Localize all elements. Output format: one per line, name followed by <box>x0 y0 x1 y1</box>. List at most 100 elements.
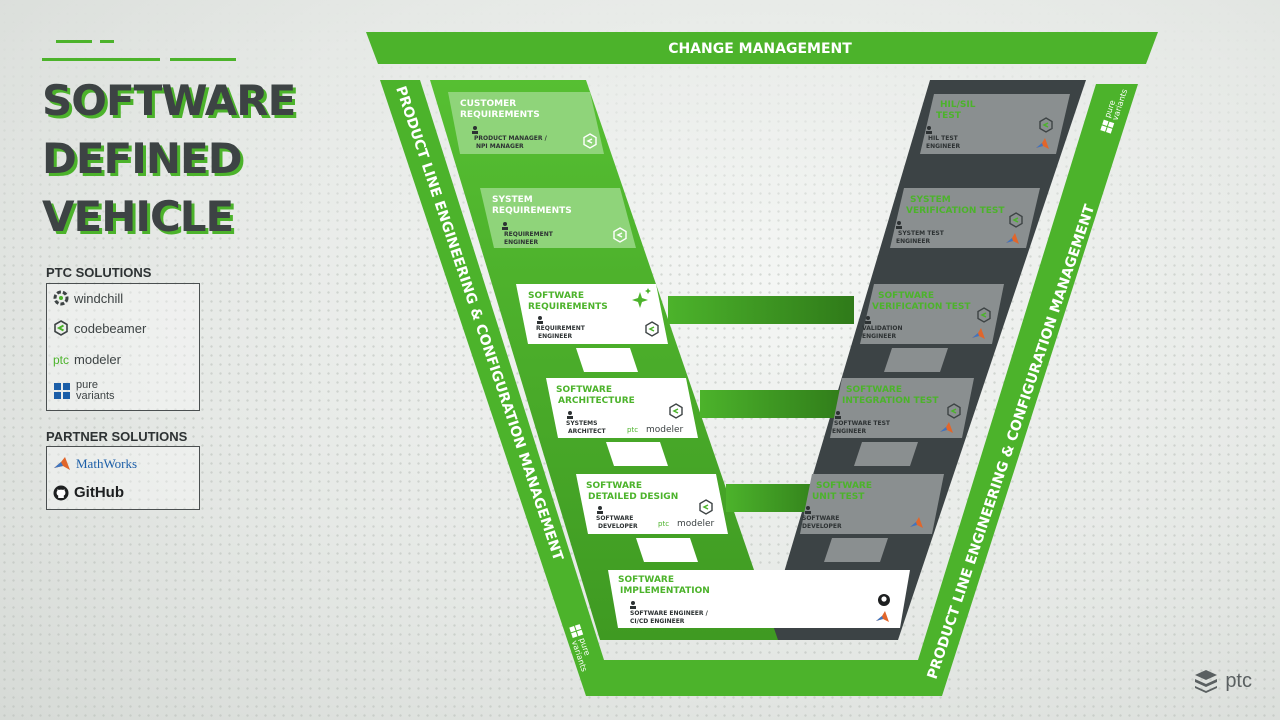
software-integration-test-box[interactable]: SOFTWARE INTEGRATION TEST SOFTWARE TEST … <box>830 378 974 438</box>
title-accent-line <box>56 40 92 43</box>
box-role: ENGINEER <box>538 333 572 340</box>
ptc-prefix: ptc <box>627 426 638 434</box>
codebeamer-entry: codebeamer <box>53 320 146 336</box>
mathworks-icon <box>972 328 985 339</box>
box-title: TEST <box>936 111 962 121</box>
mathworks-icon <box>876 611 889 622</box>
pure-variants-entry: pure variants <box>53 380 115 402</box>
box-title: SOFTWARE <box>618 575 674 585</box>
connector-bar <box>700 390 850 418</box>
codebeamer-icon <box>645 321 659 337</box>
title-line: DEFINED <box>42 134 243 183</box>
variants-label: variants <box>76 390 115 402</box>
box-role: ENGINEER <box>504 239 538 246</box>
mathworks-icon <box>1006 233 1019 244</box>
box-role: VALIDATION <box>862 325 903 332</box>
mathworks-icon <box>940 422 953 433</box>
software-verification-test-box[interactable]: SOFTWARE VERIFICATION TEST VALIDATION EN… <box>860 284 1004 344</box>
codebeamer-icon <box>947 403 961 419</box>
system-verification-test-box[interactable]: SYSTEM VERIFICATION TEST SYSTEM TEST ENG… <box>890 188 1040 248</box>
codebeamer-icon <box>699 499 713 515</box>
github-entry: GitHub <box>53 484 124 501</box>
system-requirements-box[interactable]: SYSTEM REQUIREMENTS REQUIREMENT ENGINEER <box>480 188 636 248</box>
box-role: SOFTWARE <box>802 515 839 522</box>
box-title: REQUIREMENTS <box>492 206 572 216</box>
link-tile <box>576 348 638 372</box>
software-implementation-box[interactable]: SOFTWARE IMPLEMENTATION SOFTWARE ENGINEE… <box>608 570 910 628</box>
link-tile <box>824 538 888 562</box>
box-title: VERIFICATION TEST <box>872 302 971 312</box>
box-title: SOFTWARE <box>586 481 642 491</box>
software-architecture-box[interactable]: SOFTWARE ARCHITECTURE SYSTEMS ARCHITECT … <box>546 378 698 438</box>
person-icon <box>926 126 932 134</box>
box-title: SOFTWARE <box>878 291 934 301</box>
person-icon <box>896 221 902 229</box>
modeler-label: modeler <box>646 425 684 435</box>
title-line: VEHICLE <box>42 192 234 241</box>
box-title: SOFTWARE <box>528 291 584 301</box>
box-title: CUSTOMER <box>460 99 516 109</box>
box-title: SOFTWARE <box>846 385 902 395</box>
github-icon <box>53 485 69 500</box>
box-role: REQUIREMENT <box>536 325 586 332</box>
box-role: REQUIREMENT <box>504 231 554 238</box>
mathworks-label: MathWorks <box>76 456 138 471</box>
codebeamer-icon <box>1009 212 1023 228</box>
box-role: HIL TEST <box>928 135 959 142</box>
codebeamer-icon <box>583 133 597 149</box>
box-title: SOFTWARE <box>816 481 872 491</box>
box-title: REQUIREMENTS <box>528 302 608 312</box>
box-role: SOFTWARE TEST <box>834 420 891 427</box>
person-icon <box>805 506 811 514</box>
box-title: INTEGRATION TEST <box>842 396 939 406</box>
person-icon <box>597 506 603 514</box>
partner-solutions-heading: PARTNER SOLUTIONS <box>46 429 188 444</box>
software-detailed-design-box[interactable]: SOFTWARE DETAILED DESIGN SOFTWARE DEVELO… <box>576 474 728 534</box>
modeler-label: modeler <box>677 519 715 529</box>
person-icon <box>865 316 871 324</box>
title-line: SOFTWARE <box>42 76 296 125</box>
ptc-logo: ptc <box>1193 668 1252 694</box>
title-accent-line <box>42 58 160 61</box>
box-role: NPI MANAGER <box>476 143 524 150</box>
box-title: REQUIREMENTS <box>460 110 540 120</box>
box-role: ENGINEER <box>926 143 960 150</box>
person-icon <box>630 601 636 609</box>
mathworks-icon <box>910 517 923 528</box>
codebeamer-icon <box>613 227 627 243</box>
box-role: ENGINEER <box>832 428 866 435</box>
windchill-icon <box>53 290 69 306</box>
pure-variants-icon <box>54 383 70 399</box>
github-icon <box>878 594 890 606</box>
windchill-entry: windchill <box>53 290 123 306</box>
box-title: SOFTWARE <box>556 385 612 395</box>
hil-sil-test-box[interactable]: HIL/SIL TEST HIL TEST ENGINEER <box>920 94 1070 154</box>
box-title: HIL/SIL <box>940 100 976 110</box>
codebeamer-icon <box>669 403 683 419</box>
mathworks-entry: MathWorks <box>53 456 137 472</box>
person-icon <box>502 222 508 230</box>
box-role: CI/CD ENGINEER <box>630 618 685 625</box>
modeler-entry: ptc modeler <box>53 352 121 367</box>
title-accent-line <box>100 40 114 43</box>
box-role: DEVELOPER <box>802 523 842 530</box>
codebeamer-icon <box>54 320 68 336</box>
box-title: SYSTEM <box>910 195 951 205</box>
ptc-solutions-heading: PTC SOLUTIONS <box>46 265 152 280</box>
link-tile <box>884 348 948 372</box>
box-role: ARCHITECT <box>568 428 607 435</box>
customer-requirements-box[interactable]: CUSTOMER REQUIREMENTS PRODUCT MANAGER / … <box>448 92 604 154</box>
person-icon <box>537 316 543 324</box>
ptc-solutions-panel: windchill codebeamer ptc modeler pure va… <box>46 283 200 411</box>
mathworks-icon <box>1036 138 1049 149</box>
software-requirements-box[interactable]: SOFTWARE REQUIREMENTS REQUIREMENT ENGINE… <box>516 284 668 344</box>
box-role: SOFTWARE <box>596 515 633 522</box>
codebeamer-label: codebeamer <box>74 320 147 336</box>
software-unit-test-box[interactable]: SOFTWARE UNIT TEST SOFTWARE DEVELOPER <box>800 474 944 534</box>
codebeamer-icon <box>1039 117 1053 133</box>
ptc-logo-text: ptc <box>1225 669 1252 692</box>
box-title: SYSTEM <box>492 195 533 205</box>
box-title: ARCHITECTURE <box>558 396 635 406</box>
ptc-prefix: ptc <box>53 352 70 367</box>
